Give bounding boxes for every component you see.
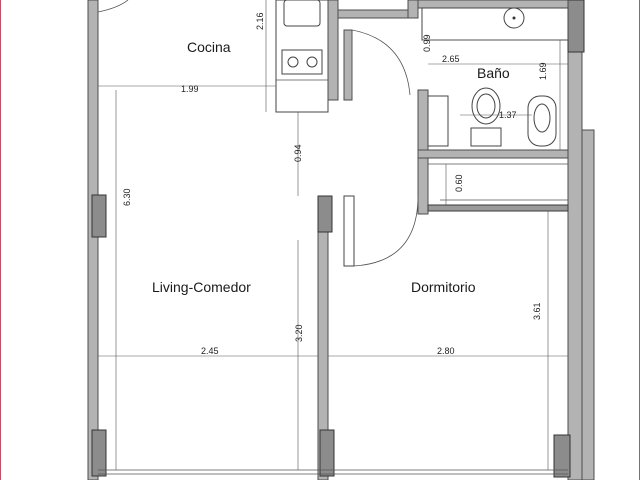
column-mid-top: [317, 195, 333, 233]
dim-label-hall-gap: 0.94: [293, 144, 303, 162]
room-label-living: Living-Comedor: [152, 279, 251, 295]
door-arc-top-left: [97, 0, 129, 13]
wall-closet-bottom: [427, 204, 569, 212]
column-right-bottom: [553, 434, 571, 478]
dim-label-bath-side: 1.69: [538, 62, 548, 80]
wall-left-exterior: [87, 0, 99, 480]
door-arc-bedroom: [353, 195, 419, 267]
column-left-bottom: [91, 429, 107, 477]
dim-label-living-width: 2.45: [201, 346, 219, 356]
wall-kitchen-bath-2: [343, 29, 353, 101]
room-label-bedroom: Dormitorio: [411, 279, 476, 295]
room-label-bathroom: Baño: [477, 65, 510, 81]
wall-right-exterior: [567, 0, 583, 480]
door-jamb-bedroom: [343, 195, 355, 267]
bidet-bowl: [533, 103, 551, 133]
dim-label-bath-inner: 1.37: [499, 110, 517, 120]
bath-cabinet: [427, 95, 449, 147]
dim-label-bedroom-width: 2.80: [437, 346, 455, 356]
column-mid-bottom: [319, 429, 335, 477]
wall-top-bath: [407, 0, 419, 19]
wall-bath-bottom: [417, 149, 569, 159]
column-left-top: [91, 194, 107, 238]
door-arc-bath-hall: [351, 29, 411, 96]
dim-label-total-height: 6.30: [122, 188, 132, 206]
room-label-kitchen: Cocina: [187, 39, 231, 55]
dim-label-bath-top: 0.99: [422, 34, 432, 52]
dim-label-bath-width: 2.65: [442, 54, 460, 64]
wall-bath-top: [417, 0, 569, 9]
wall-top-mid: [337, 9, 409, 19]
toilet-seat: [476, 93, 496, 119]
wall-kitchen-bath: [327, 0, 339, 101]
dim-label-closet-depth: 0.60: [454, 174, 464, 192]
dim-label-bedroom-height: 3.61: [532, 302, 542, 320]
kitchen-sink: [283, 0, 321, 27]
burner-1: [287, 56, 299, 68]
shower-drain-center: [512, 16, 516, 20]
wall-closet-left: [417, 157, 429, 215]
wall-right-outer-strip: [581, 129, 595, 480]
dim-label-living-height: 3.20: [294, 324, 304, 342]
toilet-tank: [470, 127, 502, 147]
dim-label-kitchen-width: 1.99: [181, 84, 199, 94]
shower-tray: [421, 7, 569, 41]
burner-2: [306, 56, 318, 68]
column-right-top: [567, 0, 585, 53]
dim-label-kitchen-depth: 2.16: [255, 12, 265, 30]
